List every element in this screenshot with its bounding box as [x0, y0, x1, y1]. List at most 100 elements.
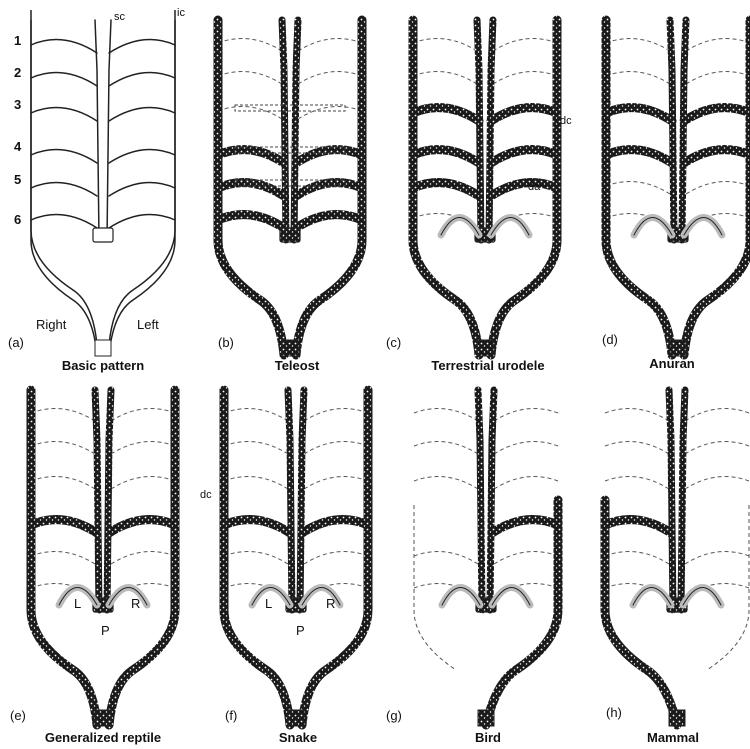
arch-number-6: 6: [14, 213, 21, 226]
aorta-exit: [95, 710, 111, 726]
aortic-arch-1: [109, 40, 175, 53]
panel-h-drawing: [605, 390, 749, 726]
aortic-arch-4: [31, 150, 97, 163]
lost-arch-outline: [224, 409, 288, 422]
aortic-arch-4: [413, 150, 479, 163]
lost-arch-outline: [414, 409, 478, 422]
aortic-arch-4: [218, 150, 284, 163]
label-f-pulmonary: P: [296, 624, 305, 637]
lost-arch-outline: [605, 477, 669, 490]
aorta-exit: [478, 710, 494, 726]
panel-f-drawing: [224, 390, 368, 726]
panel-f-letter: (f): [225, 709, 237, 722]
aortic-arch-5: [31, 183, 97, 196]
panel-f-caption: Snake: [223, 731, 373, 744]
carotid-trunk: [670, 20, 686, 240]
lost-arch-outline: [606, 39, 670, 52]
panel-g-letter: (g): [386, 709, 402, 722]
panel-d-letter: (d): [602, 333, 618, 346]
lost-arch-outline: [605, 409, 669, 422]
label-dc-f: dc: [200, 490, 212, 501]
lost-arch-outline: [685, 552, 749, 565]
panel-h-letter: (h): [606, 706, 622, 719]
lost-arch-outline: [304, 552, 368, 565]
arch-number-3: 3: [14, 98, 21, 111]
lost-arch-outline: [31, 477, 95, 490]
panel-e-letter: (e): [10, 709, 26, 722]
dorsal-aorta: [31, 390, 175, 725]
lost-arch-outline: [414, 442, 478, 455]
lost-arch-outline: [494, 477, 558, 490]
panel-c-caption: Terrestrial urodele: [413, 359, 563, 372]
lost-arch-outline: [605, 552, 669, 565]
aorta-exit: [670, 340, 686, 356]
lost-arch-outline: [685, 477, 749, 490]
label-e-pulmonary: P: [101, 624, 110, 637]
panel-b-letter: (b): [218, 336, 234, 349]
aortic-arch-4: [296, 150, 362, 163]
aortic-arch-2: [31, 73, 97, 86]
panel-c-letter: (c): [386, 336, 401, 349]
dorsal-aorta: [606, 20, 750, 355]
carotid-trunk: [282, 20, 298, 240]
lost-arch-outline: [224, 477, 288, 490]
lost-arch-outline: [493, 39, 557, 52]
aortic-arch-4: [606, 150, 672, 163]
arch-number-2: 2: [14, 66, 21, 79]
dorsal-aorta-inner-outline: [31, 10, 175, 345]
panel-e-caption: Generalized reptile: [28, 731, 178, 744]
lost-arch-outline: [298, 107, 362, 120]
aorta-exit: [282, 340, 298, 356]
lost-arch-outline: [111, 409, 175, 422]
lost-arch-outline: [304, 442, 368, 455]
lost-arch-outline: [605, 442, 669, 455]
aortic-arch-4: [491, 150, 557, 163]
aortic-arch-5: [218, 183, 284, 196]
lost-arch-outline: [493, 72, 557, 85]
lost-arch-outline: [494, 409, 558, 422]
aortic-arch-3: [491, 108, 557, 121]
aorta-exit: [669, 710, 685, 726]
aorta-exit: [288, 710, 304, 726]
aortic-arch-5: [109, 183, 175, 196]
aortic-arch-6: [109, 215, 175, 228]
carotid-trunk: [95, 390, 111, 610]
lost-arch-outline: [31, 409, 95, 422]
aortic-arch-3: [606, 108, 672, 121]
lost-arch-outline: [686, 182, 750, 195]
lost-arch-outline: [685, 409, 749, 422]
aortic-arch-3: [413, 108, 479, 121]
label-ic: ic: [177, 8, 185, 19]
aortic-arch-3: [109, 108, 175, 121]
lost-arch-outline: [224, 552, 288, 565]
panel-g-caption: Bird: [413, 731, 563, 744]
lost-arch-outline: [224, 442, 288, 455]
lost-arch-outline: [686, 39, 750, 52]
panel-h-caption: Mammal: [598, 731, 748, 744]
lost-arch-outline: [686, 72, 750, 85]
aortic-arch-5: [491, 183, 557, 196]
lost-dorsal-aorta: [414, 505, 456, 670]
carotid-trunk: [288, 390, 304, 610]
lost-arch-outline: [111, 552, 175, 565]
lost-arch-outline: [606, 182, 670, 195]
lost-dorsal-aorta: [707, 505, 749, 670]
lost-arch-outline: [298, 39, 362, 52]
lost-arch-outline: [414, 477, 478, 490]
panel-d-caption: Anuran: [597, 357, 747, 370]
lost-arch-outline: [111, 442, 175, 455]
aortic-arch-6: [218, 215, 284, 228]
lost-arch-outline: [298, 72, 362, 85]
heart-outflow: [93, 228, 113, 242]
carotid-trunk: [669, 390, 685, 610]
label-e-left: L: [74, 597, 81, 610]
dorsal-aorta: [218, 20, 362, 355]
label-left: Left: [137, 318, 159, 331]
dorsal-aorta: [224, 390, 368, 725]
aortic-arch-1: [31, 40, 97, 53]
lost-arch-outline: [413, 72, 477, 85]
heart-outflow: [280, 228, 300, 242]
label-right: Right: [36, 318, 66, 331]
aortic-arch-4: [31, 520, 97, 533]
